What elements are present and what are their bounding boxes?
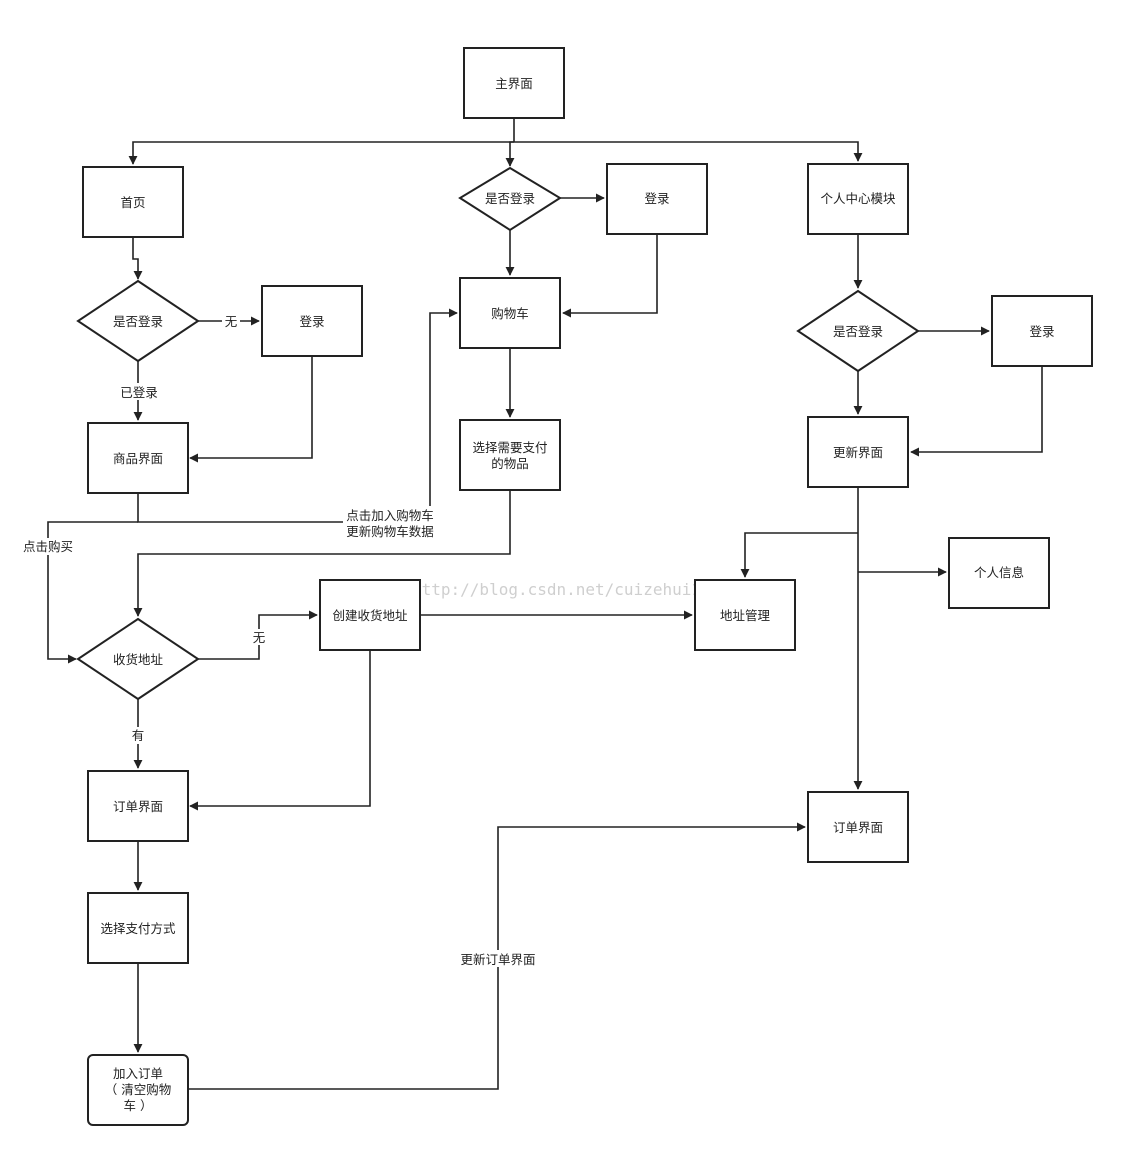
node-login-user: 登录 — [991, 295, 1093, 367]
label-add-to-cart-2: 更新购物车数据 — [346, 524, 434, 539]
node-login-check-home: 是否登录 — [76, 279, 200, 363]
svg-text:的物品: 的物品 — [491, 456, 529, 471]
node-user-center: 个人中心模块 — [807, 163, 909, 235]
svg-text:收货地址: 收货地址 — [113, 652, 164, 667]
svg-text:加入订单: 加入订单 — [113, 1066, 163, 1081]
edge-home-check — [132, 237, 143, 280]
svg-text:主界面: 主界面 — [495, 76, 533, 91]
watermark: http://blog.csdn.net/cuizehui123 — [412, 580, 720, 599]
edge-labels: 无 已登录 点击加入购物车 更新购物车数据 点击购买 无 有 更新订单界面 — [20, 313, 538, 967]
edge-select-address — [133, 490, 511, 617]
node-select-items: 选择需要支付 的物品 — [459, 419, 561, 491]
node-address-mgmt: 地址管理 — [694, 579, 796, 651]
node-login-home: 登录 — [261, 285, 363, 357]
svg-text:地址管理: 地址管理 — [720, 608, 771, 623]
svg-text:订单界面: 订单界面 — [113, 799, 163, 814]
edge-product-address — [47, 521, 138, 664]
label-update-order: 更新订单界面 — [460, 952, 535, 967]
node-login-check-user: 是否登录 — [796, 289, 920, 373]
label-no-address: 无 — [253, 630, 266, 645]
node-home: 首页 — [82, 166, 184, 238]
svg-text:是否登录: 是否登录 — [833, 324, 883, 339]
label-has-address: 有 — [132, 728, 145, 743]
node-cart: 购物车 — [459, 277, 561, 349]
edge-login-product — [189, 356, 313, 463]
edges — [47, 118, 1043, 1090]
svg-text:首页: 首页 — [120, 195, 145, 210]
node-order-ui-left: 订单界面 — [87, 770, 189, 842]
node-create-address: 创建收货地址 — [319, 579, 421, 651]
node-personal-info: 个人信息 — [948, 537, 1050, 609]
svg-text:个人信息: 个人信息 — [974, 565, 1024, 580]
label-logged-in: 已登录 — [120, 385, 158, 400]
svg-text:个人中心模块: 个人中心模块 — [820, 191, 896, 206]
svg-text:是否登录: 是否登录 — [113, 314, 163, 329]
edge-userlogin-update — [910, 366, 1043, 457]
label-no-login-home: 无 — [225, 314, 238, 329]
node-address-check: 收货地址 — [76, 617, 200, 701]
node-add-order: 加入订单 （ 清空购物 车 ） — [87, 1054, 189, 1126]
node-order-ui-right: 订单界面 — [807, 791, 909, 863]
svg-text:是否登录: 是否登录 — [485, 191, 535, 206]
edge-main-cart-check — [505, 141, 515, 167]
node-login-check-cart: 是否登录 — [458, 166, 562, 232]
svg-text:登录: 登录 — [1029, 324, 1054, 339]
edge-main-user — [514, 141, 863, 162]
svg-text:（ 清空购物: （ 清空购物 — [105, 1082, 171, 1097]
edge-create-order — [189, 650, 371, 811]
edge-update-mgmt — [740, 532, 858, 578]
svg-text:登录: 登录 — [299, 314, 324, 329]
node-login-cart: 登录 — [606, 163, 708, 235]
node-update-ui: 更新界面 — [807, 416, 909, 488]
svg-text:商品界面: 商品界面 — [113, 451, 163, 466]
svg-text:选择支付方式: 选择支付方式 — [100, 921, 176, 936]
svg-text:车 ）: 车 ） — [124, 1098, 153, 1113]
node-product: 商品界面 — [87, 422, 189, 494]
label-add-to-cart-1: 点击加入购物车 — [346, 508, 434, 523]
label-buy-now: 点击购买 — [23, 539, 73, 554]
node-pay-method: 选择支付方式 — [87, 892, 189, 964]
edge-cartlogin-cart — [562, 234, 658, 318]
svg-text:选择需要支付: 选择需要支付 — [472, 440, 547, 455]
svg-text:订单界面: 订单界面 — [833, 820, 883, 835]
edge-main-home — [128, 141, 514, 165]
node-main: 主界面 — [463, 47, 565, 119]
nodes: 主界面 首页 是否登录 登录 商品界面 是否登录 登录 — [76, 47, 1093, 1126]
svg-text:登录: 登录 — [644, 191, 669, 206]
svg-text:更新界面: 更新界面 — [833, 445, 883, 460]
svg-text:创建收货地址: 创建收货地址 — [332, 608, 408, 623]
svg-text:购物车: 购物车 — [491, 306, 529, 321]
